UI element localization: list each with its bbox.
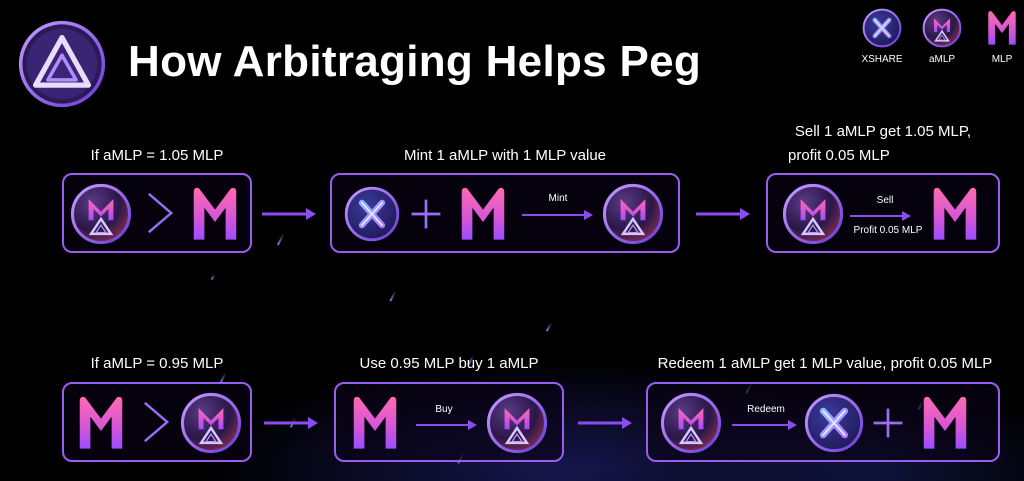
- amlp-token-icon: [922, 8, 962, 48]
- legend-item-mlp: MLP: [978, 8, 1024, 65]
- scenario-2-buy-caption: Use 0.95 MLP buy 1 aMLP: [359, 355, 539, 372]
- mlp-token-icon: [188, 183, 242, 245]
- mlp-token-icon: [928, 183, 982, 245]
- plus-icon: [873, 408, 903, 438]
- mlp-token-icon: [456, 183, 510, 245]
- legend-label: aMLP: [928, 54, 956, 65]
- legend-item-xshare: XSHARE: [858, 8, 906, 65]
- plus-icon: [411, 199, 441, 229]
- xshare-token-icon: [804, 393, 864, 453]
- mlp-token-icon: [348, 392, 402, 454]
- scenario-1-sell-caption-line2: profit 0.05 MLP: [788, 147, 890, 164]
- flow-arrow-icon: [264, 417, 318, 429]
- legend-label: MLP: [991, 54, 1013, 65]
- scenario-1-sell-caption-line1: Sell 1 aMLP get 1.05 MLP,: [794, 123, 972, 140]
- amlp-token-icon: [70, 183, 132, 245]
- scenario-2-condition-caption: If aMLP = 0.95 MLP: [90, 355, 224, 372]
- greater-than-icon: [148, 192, 174, 234]
- legend-item-amlp: aMLP: [918, 8, 966, 65]
- scenario-2-redeem-box: Redeem: [646, 382, 1000, 462]
- redeem-label: Redeem: [747, 404, 785, 415]
- arrow-right-icon: [850, 211, 911, 221]
- scenario-2-buy-box: Buy: [334, 382, 564, 462]
- greater-than-icon: [144, 401, 170, 443]
- buy-label: Buy: [435, 404, 453, 415]
- mlp-token-icon: [918, 392, 972, 454]
- scenario-1-condition-caption: If aMLP = 1.05 MLP: [90, 147, 224, 164]
- flow-arrow-icon: [696, 208, 750, 220]
- token-legend: XSHARE aMLP MLP: [858, 8, 1024, 65]
- amlp-token-icon: [180, 392, 242, 454]
- scenario-2-compare-box: [62, 382, 252, 462]
- legend-label: XSHARE: [861, 54, 903, 65]
- scenario-1-mint-caption: Mint 1 aMLP with 1 MLP value: [403, 147, 607, 164]
- scenario-1-mint-box: Mint: [330, 173, 680, 253]
- profit-label: Profit 0.05 MLP: [853, 225, 923, 236]
- amlp-token-icon: [602, 183, 664, 245]
- flow-arrow-icon: [262, 208, 316, 220]
- scenario-1-sell-box: Sell Profit 0.05 MLP: [766, 173, 1000, 253]
- page-title: How Arbitraging Helps Peg: [128, 37, 702, 86]
- amlp-token-icon: [782, 183, 844, 245]
- brand-logo-icon: [18, 20, 106, 108]
- arrow-right-icon: [732, 420, 797, 430]
- mlp-token-icon: [74, 392, 128, 454]
- arrow-right-icon: [416, 420, 477, 430]
- mlp-token-icon: [982, 8, 1022, 48]
- mint-label: Mint: [548, 193, 568, 204]
- xshare-token-icon: [862, 8, 902, 48]
- flow-arrow-icon: [578, 417, 632, 429]
- amlp-token-icon: [486, 392, 548, 454]
- arrow-right-icon: [522, 210, 593, 220]
- scenario-2-redeem-caption: Redeem 1 aMLP get 1 MLP value, profit 0.…: [657, 355, 993, 372]
- xshare-token-icon: [344, 186, 400, 242]
- sell-label: Sell: [876, 195, 894, 206]
- scenario-1-compare-box: [62, 173, 252, 253]
- amlp-token-icon: [660, 392, 722, 454]
